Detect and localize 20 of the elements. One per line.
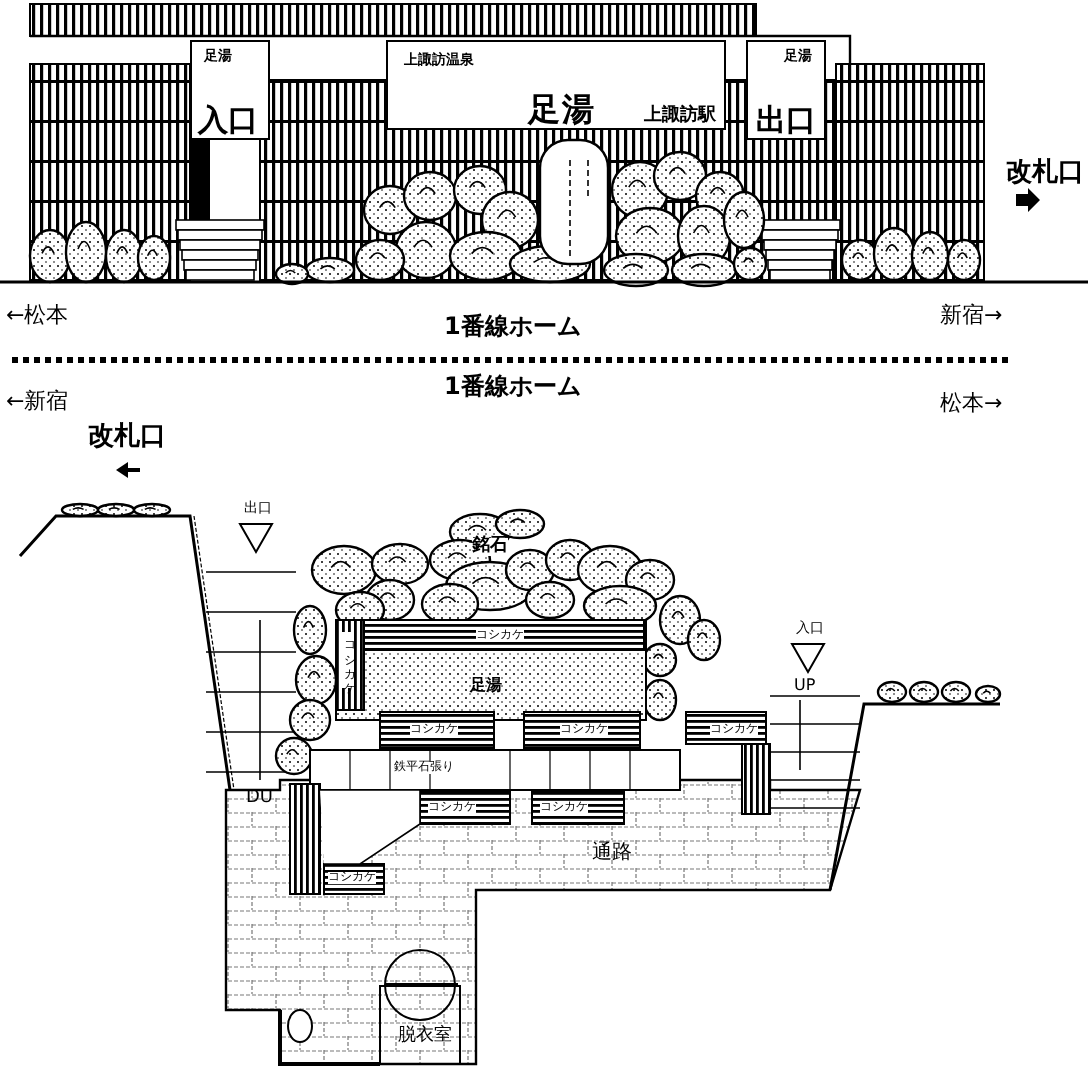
direction-label: 新宿→: [940, 304, 1003, 326]
curtain-text: 上諏訪駅: [644, 108, 716, 126]
noren-curtain: [386, 40, 726, 130]
direction-label: ←新宿: [6, 390, 69, 412]
curtain-text: 入口: [198, 106, 258, 136]
stairs-label: UP: [794, 678, 816, 694]
direction-label: 松本→: [940, 392, 1003, 414]
room-label: 脱衣室: [398, 1028, 452, 1046]
platform-label: 1番線ホーム: [444, 314, 581, 338]
footbath-label: 足湯: [470, 678, 502, 694]
gate-label: 改札口: [88, 424, 166, 450]
gate-label: 改札口: [1006, 160, 1084, 186]
curtain-text: 出口: [756, 106, 816, 136]
noren-curtain: [190, 40, 270, 140]
direction-label: ←松本: [6, 304, 69, 326]
passage-label: 通路: [592, 844, 632, 864]
rock-label: 銘石: [472, 538, 508, 556]
curtain-text: 足湯: [528, 94, 596, 126]
platform-label: 1番線ホーム: [444, 374, 581, 398]
noren-curtain: [746, 40, 826, 140]
